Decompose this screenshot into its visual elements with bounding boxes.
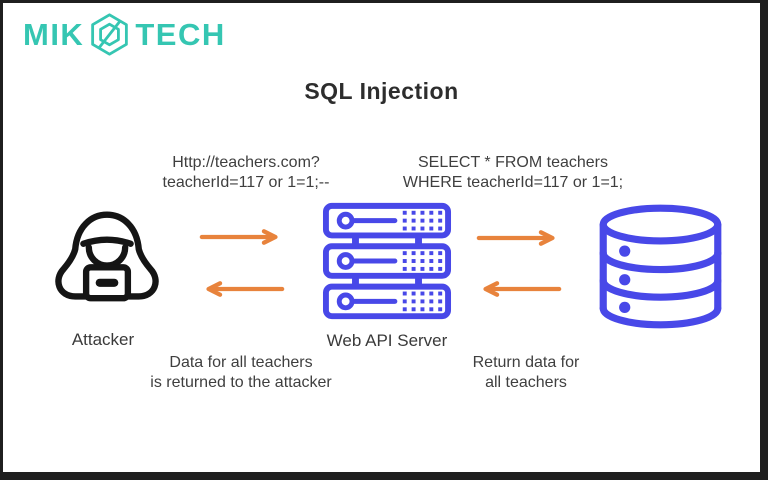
- server-stack-icon: [322, 201, 452, 323]
- diagram-canvas: MIK TECH SQL Injection Http://teachers.c…: [3, 3, 760, 472]
- hooded-attacker-icon: [48, 200, 166, 322]
- brand-logo: MIK TECH: [23, 12, 226, 57]
- sql-query-annotation: SELECT * FROM teachers WHERE teacherId=1…: [393, 153, 633, 193]
- response-left-line1: Data for all teachers: [169, 354, 313, 371]
- attacker-label: Attacker: [71, 330, 135, 349]
- request-arrow-right: [199, 229, 285, 245]
- response-left-line2: is returned to the attacker: [150, 374, 332, 391]
- page-title: SQL Injection: [304, 78, 459, 104]
- database-cylinder-icon: [593, 200, 728, 335]
- request-line2: teacherId=117 or 1=1;--: [162, 174, 330, 191]
- response-from-db-annotation: Return data for all teachers: [406, 353, 646, 393]
- brand-text-left: MIK: [23, 16, 85, 52]
- query-line1: SELECT * FROM teachers: [418, 154, 608, 171]
- response-right-line2: all teachers: [485, 374, 567, 391]
- db-response-arrow-left: [476, 281, 562, 297]
- server-label: Web API Server: [326, 331, 448, 350]
- response-arrow-left: [199, 281, 285, 297]
- response-to-attacker-annotation: Data for all teachers is returned to the…: [121, 353, 361, 393]
- query-arrow-right: [476, 230, 562, 246]
- hexagon-slash-icon: [87, 12, 132, 57]
- query-line2: WHERE teacherId=117 or 1=1;: [402, 174, 624, 191]
- request-annotation: Http://teachers.com? teacherId=117 or 1=…: [126, 153, 366, 193]
- brand-text-right: TECH: [135, 16, 226, 52]
- request-line1: Http://teachers.com?: [172, 154, 320, 171]
- response-right-line1: Return data for: [472, 354, 580, 371]
